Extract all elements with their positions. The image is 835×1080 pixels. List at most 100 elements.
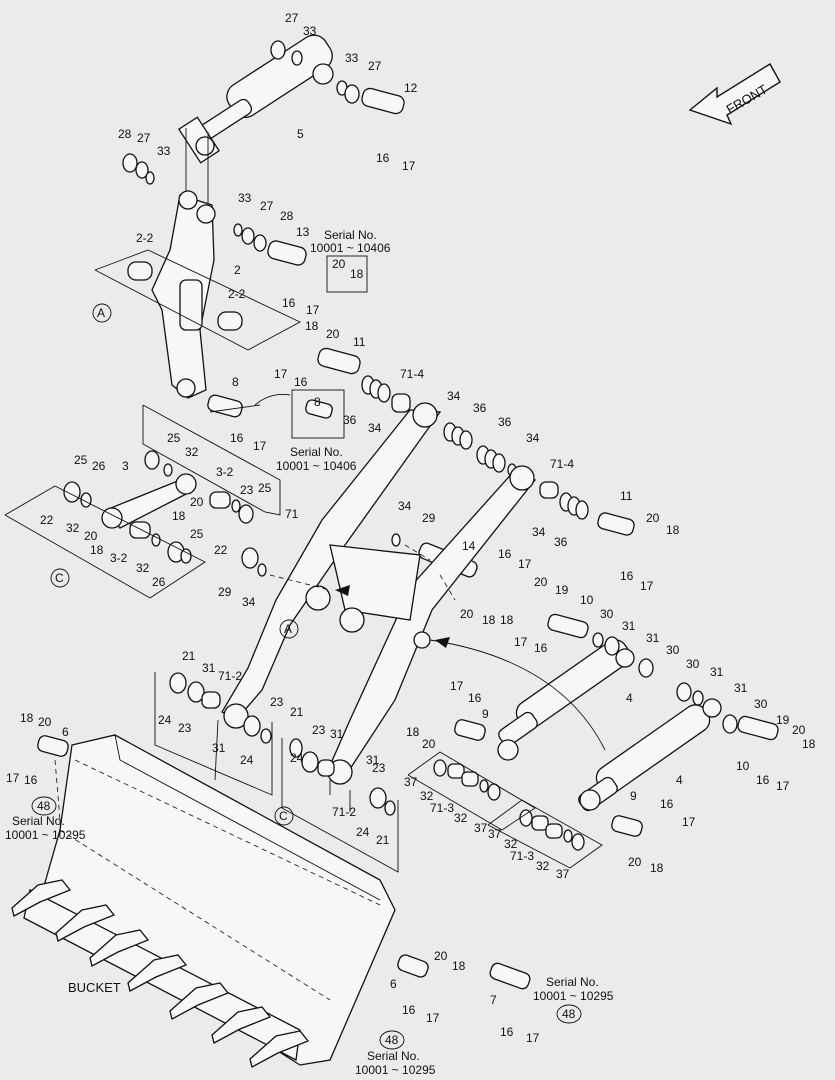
part-label: 32 [504, 837, 518, 851]
part-label: 71-4 [400, 367, 424, 381]
part-label: 32 [66, 521, 80, 535]
part-label: 24 [240, 753, 254, 767]
region-c-bracket-right-bottom [487, 799, 603, 869]
part-label: 12 [404, 81, 418, 95]
region-c-bracket [4, 485, 206, 599]
part-label: 3-2 [110, 551, 128, 565]
part-label: 18 [482, 613, 496, 627]
part-label: 31 [622, 619, 636, 633]
bushing-2-2 [127, 261, 243, 331]
svg-text:48: 48 [37, 799, 51, 813]
part-label: 27 [137, 131, 151, 145]
part-label: 21 [290, 705, 304, 719]
part-label: 71-3 [430, 801, 454, 815]
part-label: 20 [460, 607, 474, 621]
part-label: 16 [468, 691, 482, 705]
region-b-bracket [142, 404, 281, 516]
part-label: 32 [420, 789, 434, 803]
part-label: 13 [296, 225, 310, 239]
part-label: 20 [646, 511, 660, 525]
serial-d-title: Serial No. [367, 1049, 420, 1063]
part-label: 36 [343, 413, 357, 427]
part-label: 6 [62, 725, 69, 739]
pin-7 [489, 962, 531, 990]
part-label: 17 [253, 439, 267, 453]
part-label: 18 [406, 725, 420, 739]
part-label: 18 [20, 711, 34, 725]
pin-9-b [611, 815, 643, 837]
front-arrow-icon: FRONT [688, 63, 781, 126]
serial-a-range: 10001 ~ 10406 [310, 241, 391, 255]
part-label: 27 [285, 11, 299, 25]
part-label: 23 [372, 761, 386, 775]
part-label: 20 [84, 529, 98, 543]
part-label: 32 [454, 811, 468, 825]
pin-11-right [597, 512, 635, 536]
bucket-teeth [11, 879, 310, 1068]
part-label: 37 [404, 775, 418, 789]
serial-c-title: Serial No. [12, 814, 65, 828]
part-label: 36 [498, 415, 512, 429]
part-label: 2-2 [228, 287, 246, 301]
part-label: 10 [736, 759, 750, 773]
pin-8 [207, 394, 243, 418]
lift-cylinder-4-left [497, 639, 635, 761]
seal-rings [122, 40, 589, 577]
part-label: 18 [172, 509, 186, 523]
part-label: 25 [167, 431, 181, 445]
serial-box-b [291, 389, 345, 439]
serial-b-title: Serial No. [290, 445, 343, 459]
part-label: 71-3 [510, 849, 534, 863]
circle-ref-48c: 48 [556, 1004, 582, 1024]
bucket-label: BUCKET [68, 980, 121, 995]
circle-ref-a1: A [92, 303, 112, 323]
part-label: 20 [326, 327, 340, 341]
part-label: 24 [290, 751, 304, 765]
svg-text:48: 48 [385, 1033, 399, 1047]
part-label: 2 [234, 263, 241, 277]
part-label: 23 [178, 721, 192, 735]
svg-text:C: C [55, 571, 64, 585]
boom-71 [221, 402, 537, 785]
pin-6-bottom [397, 954, 429, 978]
part-label: 71-2 [332, 805, 356, 819]
part-label: 3-2 [216, 465, 234, 479]
part-label: 17 [306, 303, 320, 317]
part-label: 34 [368, 421, 382, 435]
part-label: 16 [660, 797, 674, 811]
circle-ref-c2: C [274, 806, 294, 826]
part-label: 18 [452, 959, 466, 973]
serial-b-range: 10001 ~ 10406 [276, 459, 357, 473]
pin-10-a [547, 613, 589, 639]
circle-ref-c1: C [50, 568, 70, 588]
part-label: 3 [122, 459, 129, 473]
part-label: 10 [580, 593, 594, 607]
leader-arc [429, 639, 606, 751]
part-label: 32 [536, 859, 550, 873]
part-label: 17 [450, 679, 464, 693]
part-label: 18 [666, 523, 680, 537]
bell-crank-2 [151, 190, 216, 399]
bucket-cylinder-5 [177, 34, 334, 164]
part-label: 4 [676, 773, 683, 787]
part-labels: 27 33 33 27 12 16 17 5 28 27 33 33 27 28… [6, 11, 816, 1045]
lift-cylinder-4-right [578, 698, 722, 812]
part-label: 25 [258, 481, 272, 495]
part-label: 8 [314, 395, 321, 409]
part-label: 17 [274, 367, 288, 381]
pin-8-alt [305, 399, 333, 419]
part-label: 16 [498, 547, 512, 561]
serial-a-title: Serial No. [324, 228, 377, 242]
pin-6-top [37, 735, 69, 757]
svg-text:C: C [279, 809, 288, 823]
part-label: 24 [356, 825, 370, 839]
part-label: 71 [285, 507, 299, 521]
part-label: 31 [212, 741, 226, 755]
part-label: 20 [190, 495, 204, 509]
part-label: 11 [620, 489, 633, 503]
part-label: 33 [157, 144, 171, 158]
part-label: 30 [666, 643, 680, 657]
part-label: 28 [280, 209, 294, 223]
arrow-head-2 [335, 585, 350, 596]
part-label: 28 [118, 127, 132, 141]
